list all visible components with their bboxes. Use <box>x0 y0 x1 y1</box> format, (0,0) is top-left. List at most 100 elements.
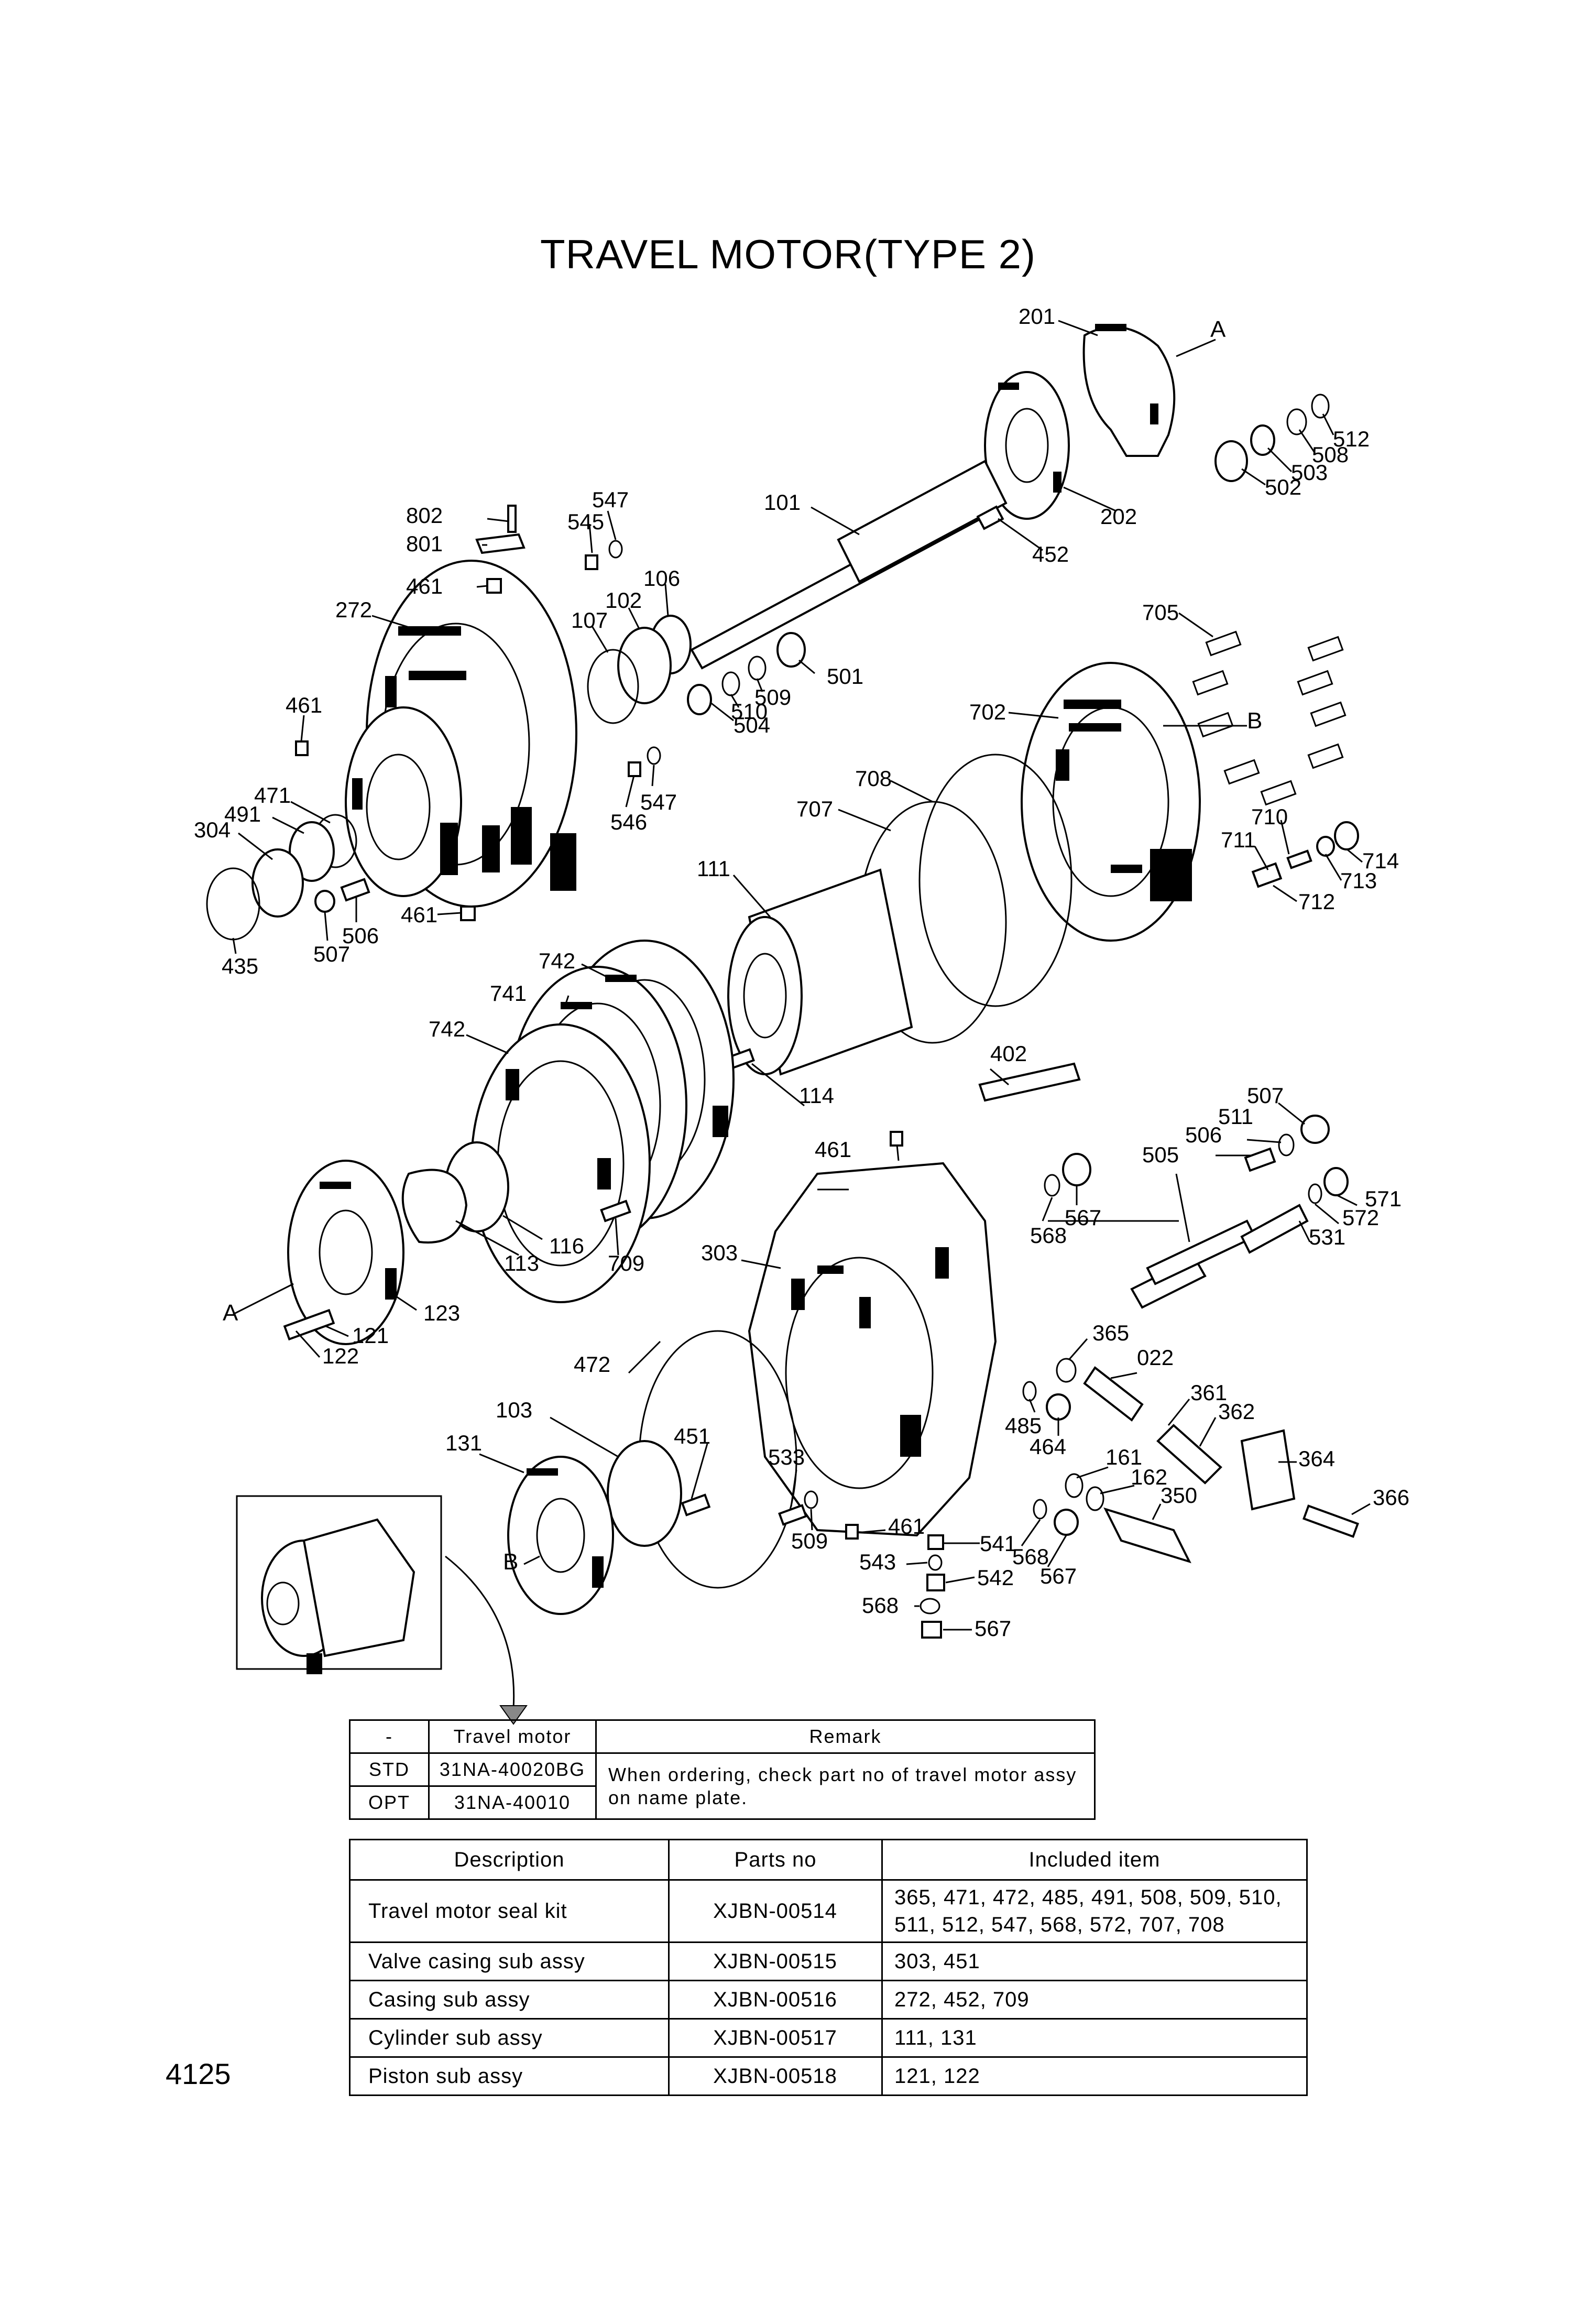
callout-350: 350 <box>1161 1483 1197 1508</box>
callout-567-top: 567 <box>1065 1205 1101 1230</box>
row-description: Valve casing sub assy <box>349 1941 670 1981</box>
part-303 <box>748 1162 997 1537</box>
mark <box>1056 749 1069 781</box>
part-568-bottom <box>920 1598 940 1614</box>
part-111-face <box>727 916 803 1075</box>
mark <box>998 383 1019 390</box>
callout-567-mid: 567 <box>1040 1564 1077 1588</box>
row-description: Casing sub assy <box>349 1980 670 2020</box>
callout-545: 545 <box>567 509 604 534</box>
travel-motor-table: - Travel motor Remark STD 31NA-40020BG W… <box>349 1719 1096 1820</box>
callout-702: 702 <box>969 700 1006 724</box>
part-709 <box>600 1199 631 1223</box>
mark <box>900 1415 921 1457</box>
callout-461-lower: 461 <box>888 1514 925 1539</box>
part-131 <box>507 1456 614 1615</box>
part-461-left <box>295 740 309 756</box>
callout-116: 116 <box>549 1234 584 1258</box>
mark <box>791 1279 805 1310</box>
callout-111: 111 <box>697 856 730 881</box>
part-533 <box>778 1504 807 1526</box>
part-491 <box>289 821 335 882</box>
row-part: 31NA-40020BG <box>428 1752 597 1787</box>
part-461-bottom <box>460 905 476 921</box>
part-162 <box>1086 1486 1104 1511</box>
mark <box>859 1297 871 1328</box>
mark <box>1069 723 1121 732</box>
callout-161: 161 <box>1106 1445 1142 1469</box>
part-572 <box>1308 1183 1322 1204</box>
row-parts-no: XJBN-00515 <box>668 1941 883 1981</box>
part-350 <box>1103 1507 1191 1564</box>
part-802 <box>507 505 517 533</box>
callout-491: 491 <box>224 802 261 826</box>
part-364 <box>1240 1429 1296 1511</box>
part-509-lower <box>804 1490 818 1509</box>
row-description: Travel motor seal kit <box>349 1879 670 1943</box>
callout-741: 741 <box>490 981 527 1006</box>
part-272-spline <box>366 754 431 860</box>
callout-568-bottom: 568 <box>862 1593 899 1618</box>
callout-546: 546 <box>610 810 647 834</box>
callout-802: 802 <box>406 503 443 528</box>
part-202-bore <box>1005 408 1049 483</box>
callout-451: 451 <box>674 1424 710 1448</box>
part-304 <box>251 848 304 918</box>
callout-461-top: 461 <box>406 574 443 598</box>
callout-712: 712 <box>1298 889 1335 914</box>
callout-201: 201 <box>1019 304 1055 329</box>
row-parts-no: XJBN-00516 <box>668 1980 883 2020</box>
part-509 <box>748 656 767 681</box>
part-506 <box>1244 1147 1276 1172</box>
callout-485: 485 <box>1005 1413 1042 1438</box>
header-dash: - <box>349 1719 430 1754</box>
marker-b-bottom: B <box>503 1549 518 1575</box>
callout-471: 471 <box>254 783 291 808</box>
callout-402: 402 <box>990 1041 1027 1066</box>
header-description: Description <box>349 1839 670 1881</box>
callout-106: 106 <box>643 566 680 591</box>
mark <box>506 1069 519 1100</box>
callout-101: 101 <box>764 490 801 515</box>
callout-705: 705 <box>1142 600 1179 625</box>
part-708 <box>918 754 1072 1007</box>
callout-202: 202 <box>1100 504 1137 529</box>
callout-304: 304 <box>194 817 231 842</box>
leader-lines <box>232 320 1371 1631</box>
part-366 <box>1303 1504 1359 1538</box>
callout-504: 504 <box>734 713 770 737</box>
callout-272: 272 <box>335 597 372 622</box>
remark-text: When ordering, check part no of travel m… <box>595 1752 1096 1820</box>
part-506-left <box>340 878 370 902</box>
callout-542: 542 <box>977 1565 1014 1590</box>
callout-541: 541 <box>980 1531 1016 1556</box>
part-362 <box>1156 1424 1222 1485</box>
part-568-mid <box>1033 1499 1047 1520</box>
part-714 <box>1334 821 1359 850</box>
callout-543: 543 <box>859 1550 896 1574</box>
callout-711: 711 <box>1221 827 1256 852</box>
part-543 <box>928 1554 943 1571</box>
callout-505: 505 <box>1142 1142 1179 1167</box>
callout-801: 801 <box>406 531 443 556</box>
callout-464: 464 <box>1030 1434 1066 1459</box>
part-567-top <box>1062 1153 1091 1186</box>
callout-121: 121 <box>352 1323 389 1348</box>
callout-113: 113 <box>504 1251 539 1275</box>
part-303-bore <box>785 1257 934 1489</box>
mark <box>320 1182 351 1189</box>
part-461-valve <box>890 1131 903 1147</box>
table-row: Valve casing sub assy XJBN-00515 303, 45… <box>349 1941 1308 1981</box>
part-547-top <box>608 540 623 559</box>
mark <box>713 1106 728 1137</box>
callout-461-left: 461 <box>286 693 322 717</box>
callout-709: 709 <box>608 1251 644 1275</box>
callout-510: 510 <box>731 699 768 724</box>
part-511 <box>1278 1133 1295 1156</box>
part-710 <box>1286 849 1312 869</box>
part-507 <box>1300 1115 1330 1144</box>
callout-022: 022 <box>1137 1345 1174 1370</box>
part-571 <box>1323 1167 1349 1196</box>
part-202 <box>984 371 1070 520</box>
callout-501: 501 <box>827 664 863 689</box>
